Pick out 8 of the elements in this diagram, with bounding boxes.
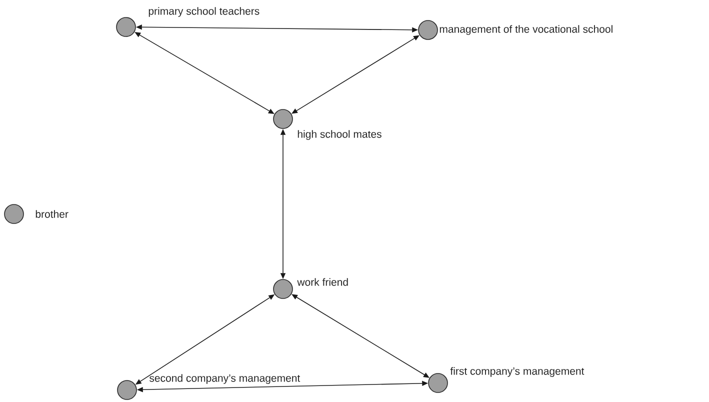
node-label: first company’s management <box>450 367 584 377</box>
node-label: high school mates <box>298 130 382 140</box>
node-label: management of the vocational school <box>440 25 612 35</box>
node-label: primary school teachers <box>148 7 260 17</box>
node-label: brother <box>36 210 68 218</box>
arrow <box>292 294 430 378</box>
node-label: work friend <box>297 278 348 286</box>
node-label: second company’s management <box>150 374 300 384</box>
